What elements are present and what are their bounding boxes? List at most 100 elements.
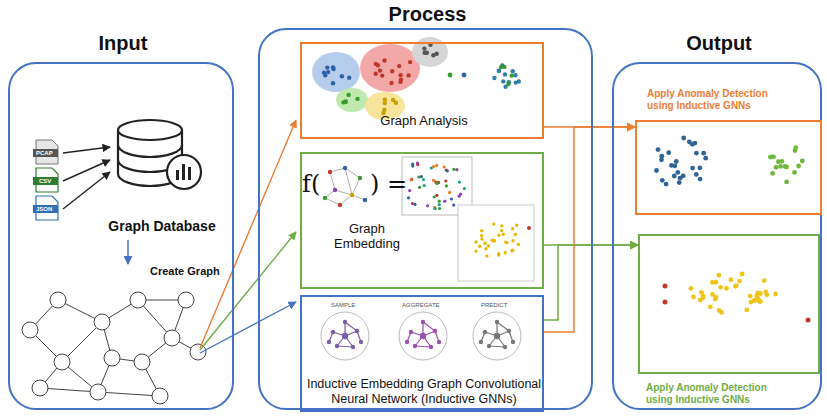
illustration-stroke xyxy=(729,277,734,282)
scatter-panel xyxy=(458,205,534,281)
illustration-stroke xyxy=(698,298,703,303)
illustration-stroke xyxy=(350,193,354,197)
illustration-stroke xyxy=(435,194,438,197)
illustration-stroke xyxy=(435,52,439,56)
illustration-stroke xyxy=(703,156,708,161)
illustration-stroke xyxy=(94,314,110,330)
illustration-stroke xyxy=(405,340,409,344)
illustration-stroke xyxy=(342,333,348,339)
illustration-stroke xyxy=(757,299,762,304)
node-text: Apply Anomaly Detection using Inductive … xyxy=(646,382,796,405)
illustration-stroke xyxy=(499,65,503,69)
illustration-stroke xyxy=(780,159,785,164)
illustration-stroke xyxy=(426,204,429,207)
illustration-stroke xyxy=(507,329,511,333)
illustration-stroke xyxy=(130,292,146,308)
illustration-stroke xyxy=(434,207,437,210)
illustration-stroke xyxy=(511,69,515,73)
cluster-dots xyxy=(322,43,521,116)
illustration-stroke xyxy=(674,159,679,164)
gnn-illustration xyxy=(321,312,521,360)
illustration-stroke xyxy=(463,187,466,190)
illustration-stroke xyxy=(698,177,703,182)
illustration-stroke xyxy=(478,245,481,248)
illustration-stroke xyxy=(770,171,775,176)
illustration-stroke xyxy=(389,81,393,85)
illustration-stroke xyxy=(438,207,441,210)
illustration-stroke xyxy=(335,344,339,348)
illustration-stroke xyxy=(483,330,487,334)
illustration-stroke xyxy=(418,186,421,189)
illustration-stroke xyxy=(656,147,661,152)
illustration-stroke xyxy=(681,173,686,178)
illustration-stroke xyxy=(340,195,352,205)
illustration-stroke xyxy=(796,164,801,169)
illustration-stroke xyxy=(503,345,507,349)
illustration-stroke xyxy=(659,157,664,162)
process-box: Graph Analysis xyxy=(300,42,544,139)
illustration-stroke xyxy=(487,244,490,247)
illustration-stroke xyxy=(416,161,419,164)
illustration-stroke xyxy=(450,197,453,200)
illustration-stroke xyxy=(717,308,722,313)
illustration-stroke xyxy=(374,72,378,76)
illustration-stroke xyxy=(713,297,718,302)
illustration-stroke xyxy=(90,384,106,400)
illustration-stroke xyxy=(497,69,501,73)
process-box: Inductive Embedding Graph Convolutional … xyxy=(300,295,544,412)
node-text: Process xyxy=(260,3,595,26)
illustration-stroke xyxy=(435,164,438,167)
database-icon xyxy=(118,120,201,189)
illustration-stroke xyxy=(480,234,483,237)
file-type: JSON xyxy=(36,206,52,212)
illustration-stroke xyxy=(681,136,686,141)
node-text: Input xyxy=(10,32,236,55)
illustration-stroke xyxy=(492,222,495,225)
illustration-stroke xyxy=(515,224,518,227)
illustration-stroke xyxy=(734,283,739,288)
illustration-stroke xyxy=(406,73,410,77)
illustration-stroke xyxy=(748,294,753,299)
illustration-stroke xyxy=(411,165,414,168)
illustration-stroke xyxy=(408,189,411,192)
illustration-stroke xyxy=(328,170,332,174)
illustration-stroke xyxy=(502,233,505,236)
illustration-stroke xyxy=(756,298,761,303)
illustration-stroke xyxy=(432,165,435,168)
illustration-stroke xyxy=(423,322,435,331)
illustration-stroke xyxy=(331,330,335,334)
illustration-stroke xyxy=(708,304,713,309)
illustration-stroke xyxy=(458,195,461,198)
illustration-stroke xyxy=(479,340,483,344)
illustration-stroke xyxy=(40,388,98,392)
illustration-stroke xyxy=(413,344,417,348)
illustration-stroke xyxy=(340,74,344,78)
illustration-stroke xyxy=(487,344,491,348)
illustration-stroke xyxy=(335,190,352,195)
create-arrow xyxy=(127,240,129,264)
process-panel: ProcessGraph AnalysisGraph EmbeddingIndu… xyxy=(258,28,593,410)
illustration-stroke xyxy=(474,249,477,252)
illustration-stroke xyxy=(413,203,416,206)
function-symbol: ) = xyxy=(370,172,407,196)
illustration-stroke xyxy=(330,168,345,172)
illustration-stroke xyxy=(710,280,715,285)
illustration-stroke xyxy=(378,68,382,72)
illustration-stroke xyxy=(420,333,426,339)
illustration-stroke xyxy=(458,181,461,184)
illustration-stroke xyxy=(501,79,505,83)
illustration-stroke xyxy=(474,240,477,243)
illustration-stroke xyxy=(497,252,500,255)
illustration-stroke xyxy=(663,300,668,305)
node-text: Graph Database xyxy=(97,218,227,234)
illustration-stroke xyxy=(330,172,335,190)
illustration-stroke xyxy=(343,320,347,324)
illustration-stroke xyxy=(517,243,520,246)
illustration-stroke xyxy=(345,168,352,195)
cluster-blobs xyxy=(312,37,448,120)
illustration-stroke xyxy=(514,233,517,236)
illustration-stroke xyxy=(409,178,412,181)
illustration-stroke xyxy=(407,196,410,199)
illustration-stroke xyxy=(351,345,355,349)
